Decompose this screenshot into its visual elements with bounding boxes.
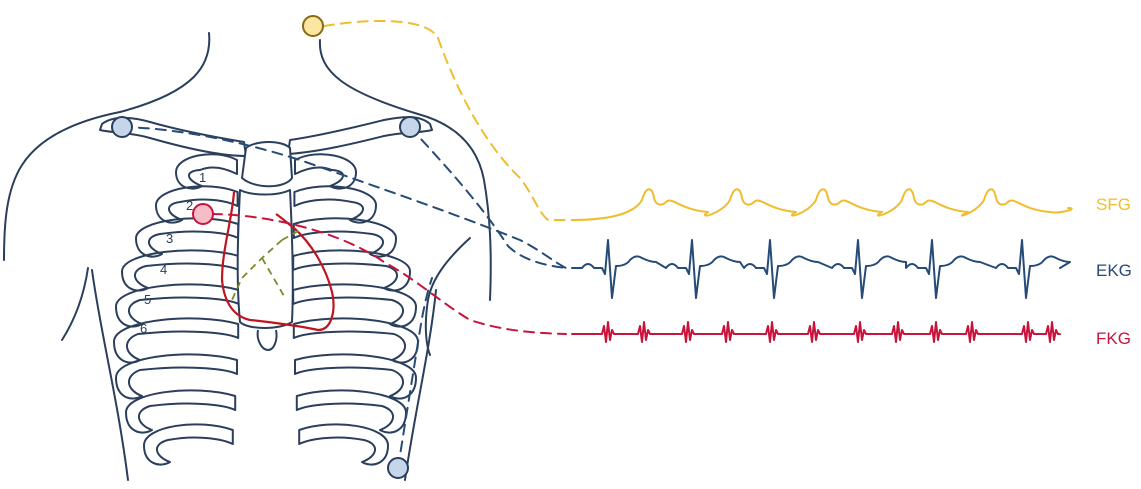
neck-left xyxy=(120,33,209,112)
ekg-lead-right-arm xyxy=(410,127,566,268)
torso-left xyxy=(92,270,128,480)
fkg-label: FKG xyxy=(1096,329,1131,348)
rib-right-1 xyxy=(295,154,356,188)
xiphoid-process xyxy=(258,330,277,350)
ekg-electrode-leg-icon[interactable] xyxy=(388,458,408,478)
rib-number-5: 5 xyxy=(144,292,151,307)
signal-labels: SFG EKG FKG xyxy=(1096,195,1132,348)
sternum-body xyxy=(238,190,293,328)
ribs-right xyxy=(293,154,418,464)
rib-number-6: 6 xyxy=(140,321,147,336)
ekg-electrode-right-icon[interactable] xyxy=(400,117,420,137)
shoulder-left xyxy=(4,112,120,260)
clavicles xyxy=(100,117,432,186)
ekg-waveform xyxy=(572,240,1070,298)
neck-right xyxy=(320,40,418,114)
connection-leads xyxy=(122,21,572,468)
rib-number-2: 2 xyxy=(186,198,193,213)
rib-left-1 xyxy=(176,154,237,188)
rib-number-3: 3 xyxy=(166,231,173,246)
sfg-label: SFG xyxy=(1096,195,1131,214)
rib-numbers: 1 2 3 4 5 6 xyxy=(140,170,206,336)
torso-right xyxy=(405,290,436,480)
fkg-sensor-icon[interactable] xyxy=(193,204,213,224)
rib-right-9 xyxy=(299,424,388,464)
rib-right-2 xyxy=(294,186,376,222)
rib-number-1: 1 xyxy=(199,170,206,185)
sfg-waveform xyxy=(572,189,1072,220)
arm-left-inner xyxy=(62,268,88,340)
arm-right-inner xyxy=(426,238,470,355)
ribs-left xyxy=(114,154,239,464)
sternum xyxy=(238,190,293,350)
sfg-lead xyxy=(324,21,572,220)
fkg-waveform xyxy=(572,322,1060,342)
rib-left-9 xyxy=(144,424,233,464)
ekg-label: EKG xyxy=(1096,261,1132,280)
sternum-manubrium xyxy=(242,142,292,186)
ekg-electrode-left-icon[interactable] xyxy=(112,117,132,137)
rib-number-4: 4 xyxy=(160,262,167,277)
waveforms xyxy=(572,189,1072,342)
sfg-sensor-icon[interactable] xyxy=(303,16,323,36)
